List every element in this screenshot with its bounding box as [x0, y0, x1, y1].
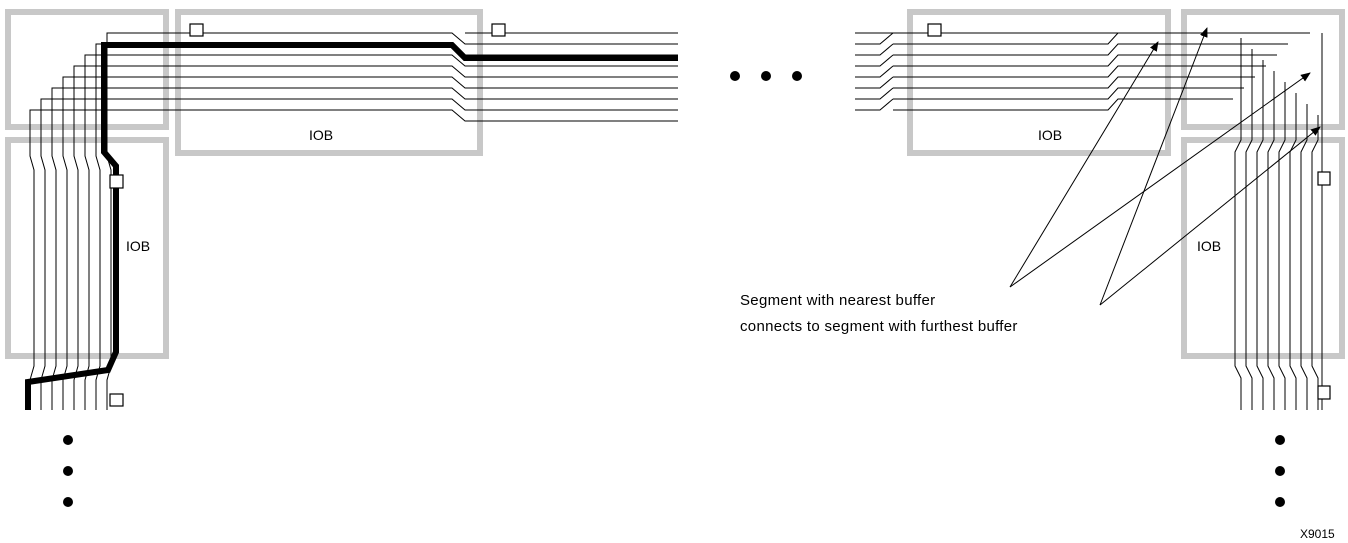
annotation-arrows	[1009, 27, 1321, 306]
routing-wire	[1300, 104, 1308, 410]
arrow-line	[1009, 72, 1311, 288]
ellipsis-dot	[792, 71, 802, 81]
routing-wire	[893, 76, 1255, 89]
figure-id: X9015	[1300, 527, 1335, 541]
annotation-line-1: Segment with nearest buffer	[740, 292, 935, 309]
iob-label-top-right: IOB	[1038, 127, 1062, 143]
routing-wire	[1245, 49, 1253, 410]
routing-wire	[893, 43, 1288, 56]
highlighted-long-line	[25, 42, 678, 410]
ellipsis-dot	[63, 466, 73, 476]
ellipsis-dot	[63, 497, 73, 507]
routing-wire	[40, 98, 678, 410]
routing-wire	[106, 32, 678, 410]
routing-wire	[855, 65, 894, 78]
arrow-line	[1009, 41, 1159, 288]
routing-wire	[84, 54, 678, 410]
iob-label-right: IOB	[1197, 238, 1221, 254]
routing-wire	[893, 65, 1266, 78]
iob-block-left	[5, 137, 169, 359]
iob-block-top-right	[907, 9, 1171, 156]
buffer-square	[109, 393, 124, 407]
routing-wire	[855, 32, 894, 45]
routing-wires	[29, 32, 1323, 410]
iob-label-top-left: IOB	[309, 127, 333, 143]
routing-wire	[1289, 93, 1297, 410]
routing-wire	[29, 109, 678, 410]
corner-block-top-left	[5, 9, 169, 130]
buffer-square	[109, 174, 124, 189]
buffer-square	[189, 23, 204, 37]
annotation-line-2: connects to segment with furthest buffer	[740, 318, 1018, 335]
ellipsis-dot	[1275, 466, 1285, 476]
buffers	[109, 23, 1331, 407]
routing-wire	[1256, 60, 1264, 410]
continuation-dots	[63, 71, 1285, 507]
buffer-square	[491, 23, 506, 37]
routing-wire	[893, 98, 1233, 111]
iob-label-left: IOB	[126, 238, 150, 254]
routing-wire	[893, 54, 1277, 67]
routing-wire	[1278, 82, 1286, 410]
routing-wire	[1234, 38, 1242, 410]
ellipsis-dot	[1275, 435, 1285, 445]
iob-blocks	[5, 9, 1345, 359]
routing-wire	[855, 87, 894, 100]
routing-wire	[893, 32, 1299, 45]
ellipsis-dot	[63, 435, 73, 445]
routing-wire	[855, 43, 894, 56]
routing-wire	[1267, 71, 1275, 410]
buffer-square	[1317, 171, 1331, 186]
ellipsis-dot	[761, 71, 771, 81]
arrow-line	[1099, 126, 1321, 306]
routing-wire	[855, 76, 894, 89]
routing-wire	[855, 98, 894, 111]
ellipsis-dot	[730, 71, 740, 81]
ellipsis-dot	[1275, 497, 1285, 507]
iob-block-top-left	[175, 9, 483, 156]
routing-wire	[1311, 115, 1319, 410]
buffer-square	[927, 23, 942, 37]
routing-wire	[893, 87, 1244, 100]
routing-wire	[855, 54, 894, 67]
arrow-line	[1099, 27, 1208, 306]
buffer-square	[1317, 385, 1331, 400]
